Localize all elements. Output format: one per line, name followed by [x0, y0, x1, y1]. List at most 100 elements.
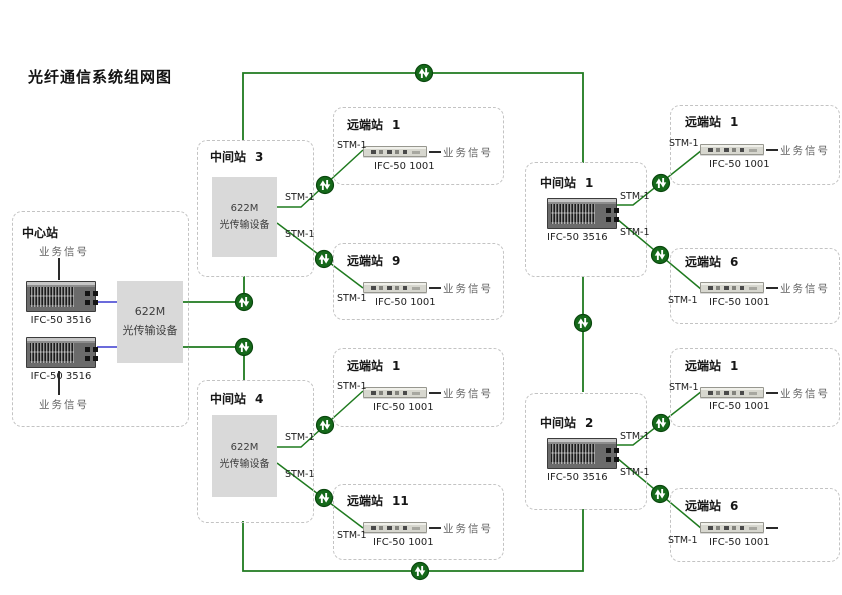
device-model-label: IFC-50 1001 — [375, 297, 436, 308]
mux-type-label: 光传输设备 — [219, 220, 270, 231]
signal-cable — [766, 392, 778, 394]
station-name: 远端站 — [685, 499, 722, 513]
fiber-connector-icon — [410, 561, 430, 581]
device-model-label: IFC-50 1001 — [374, 161, 435, 172]
optical-mux-box: 622M 光传输设备 — [117, 281, 183, 363]
station-name: 远端站 — [685, 359, 722, 373]
remote-station-box — [333, 348, 504, 427]
fiber-connector-icon — [315, 175, 335, 195]
stm1-label: STM-1 — [620, 431, 650, 442]
ifc-unit-device — [363, 282, 427, 293]
remote-station-title: 远端站 6 — [685, 253, 738, 270]
station-number: 6 — [730, 255, 739, 269]
ifc-unit-device — [700, 282, 764, 293]
signal-cable — [58, 258, 60, 280]
stm1-label: STM-1 — [285, 192, 315, 203]
drop-m3-r1 — [277, 149, 364, 208]
device-model-label: IFC-50 3516 — [547, 232, 608, 243]
intermediate-station-2-box — [525, 393, 647, 510]
drop-m2-r1 — [617, 390, 703, 446]
ifc-rack-device — [547, 438, 617, 469]
station-name: 远端站 — [347, 118, 384, 132]
ifc-unit-device — [700, 144, 764, 155]
ifc-rack-device — [547, 198, 617, 229]
station-name: 远端站 — [685, 255, 722, 269]
station-name: 远端站 — [685, 115, 722, 129]
remote-station-box — [670, 105, 840, 185]
device-model-label: IFC-50 1001 — [709, 401, 770, 412]
service-signal-label: 业务信号 — [39, 399, 89, 411]
station-number: 1 — [585, 176, 594, 190]
mux-rate-label: 622M — [230, 203, 259, 214]
station-name: 中间站 — [540, 416, 577, 430]
service-signal-label: 业务信号 — [443, 147, 493, 159]
station-name: 远端站 — [347, 494, 384, 508]
remote-station-title: 远端站 6 — [685, 497, 738, 514]
remote-station-box — [333, 484, 504, 560]
ring-link-top — [242, 72, 584, 163]
center-station-box — [12, 211, 189, 427]
station-name: 远端站 — [347, 254, 384, 268]
device-model-label: IFC-50 1001 — [373, 537, 434, 548]
service-signal-label: 业务信号 — [780, 283, 830, 295]
ifc-unit-device — [363, 387, 427, 398]
ring-link-center-to-m3 — [183, 276, 245, 303]
fiber-connector-icon — [234, 292, 254, 312]
drop-m1-r1 — [617, 149, 703, 206]
remote-station-title: 远端站 1 — [685, 357, 738, 374]
fiber-connector-icon — [314, 488, 334, 508]
fiber-connector-icon — [651, 173, 671, 193]
stm1-label: STM-1 — [285, 469, 315, 480]
device-model-label: IFC-50 3516 — [547, 472, 608, 483]
remote-station-box — [670, 488, 840, 562]
fiber-connector-icon — [315, 415, 335, 435]
signal-cable — [429, 151, 441, 153]
mux-rate-label: 622M — [230, 442, 259, 453]
signal-cable — [429, 527, 441, 529]
signal-cable — [766, 149, 778, 151]
tributary-cables — [97, 301, 117, 348]
center-station-title: 中心站 — [22, 224, 58, 241]
service-signal-label: 业务信号 — [780, 145, 830, 157]
stm1-label: STM-1 — [620, 227, 650, 238]
fiber-connector-icon — [651, 413, 671, 433]
signal-cable — [429, 287, 441, 289]
station-name: 远端站 — [347, 359, 384, 373]
station-number: 2 — [585, 416, 594, 430]
service-signal-label: 业务信号 — [39, 246, 89, 258]
mux-rate-label: 622M — [134, 305, 166, 319]
remote-station-box — [670, 348, 840, 427]
remote-station-box — [333, 243, 504, 320]
service-signal-label: 业务信号 — [443, 388, 493, 400]
stm1-label: STM-1 — [285, 432, 315, 443]
ifc-rack-device — [26, 337, 96, 368]
intermediate-station-3-box — [197, 140, 314, 277]
fiber-connector-icon — [650, 245, 670, 265]
stm1-label: STM-1 — [620, 191, 650, 202]
fiber-connector-icon — [573, 313, 593, 333]
device-model-label: IFC-50 1001 — [709, 159, 770, 170]
intermediate-station-1-title: 中间站 1 — [540, 174, 593, 191]
ifc-unit-device — [363, 146, 427, 157]
page-title: 光纤通信系统组网图 — [28, 68, 173, 86]
optical-mux-box: 622M 光传输设备 — [212, 177, 277, 257]
station-number: 6 — [730, 499, 739, 513]
station-name: 中间站 — [540, 176, 577, 190]
signal-cable — [429, 392, 441, 394]
optical-mux-box: 622M 光传输设备 — [212, 415, 277, 497]
fiber-connector-icon — [234, 337, 254, 357]
station-number: 4 — [255, 392, 264, 406]
fiber-connector-icon — [314, 249, 334, 269]
ifc-unit-device — [700, 387, 764, 398]
station-number: 1 — [730, 359, 739, 373]
station-name: 中心站 — [22, 226, 59, 240]
station-number: 3 — [255, 150, 264, 164]
signal-cable — [58, 371, 60, 395]
device-model-label: IFC-50 1001 — [709, 537, 770, 548]
